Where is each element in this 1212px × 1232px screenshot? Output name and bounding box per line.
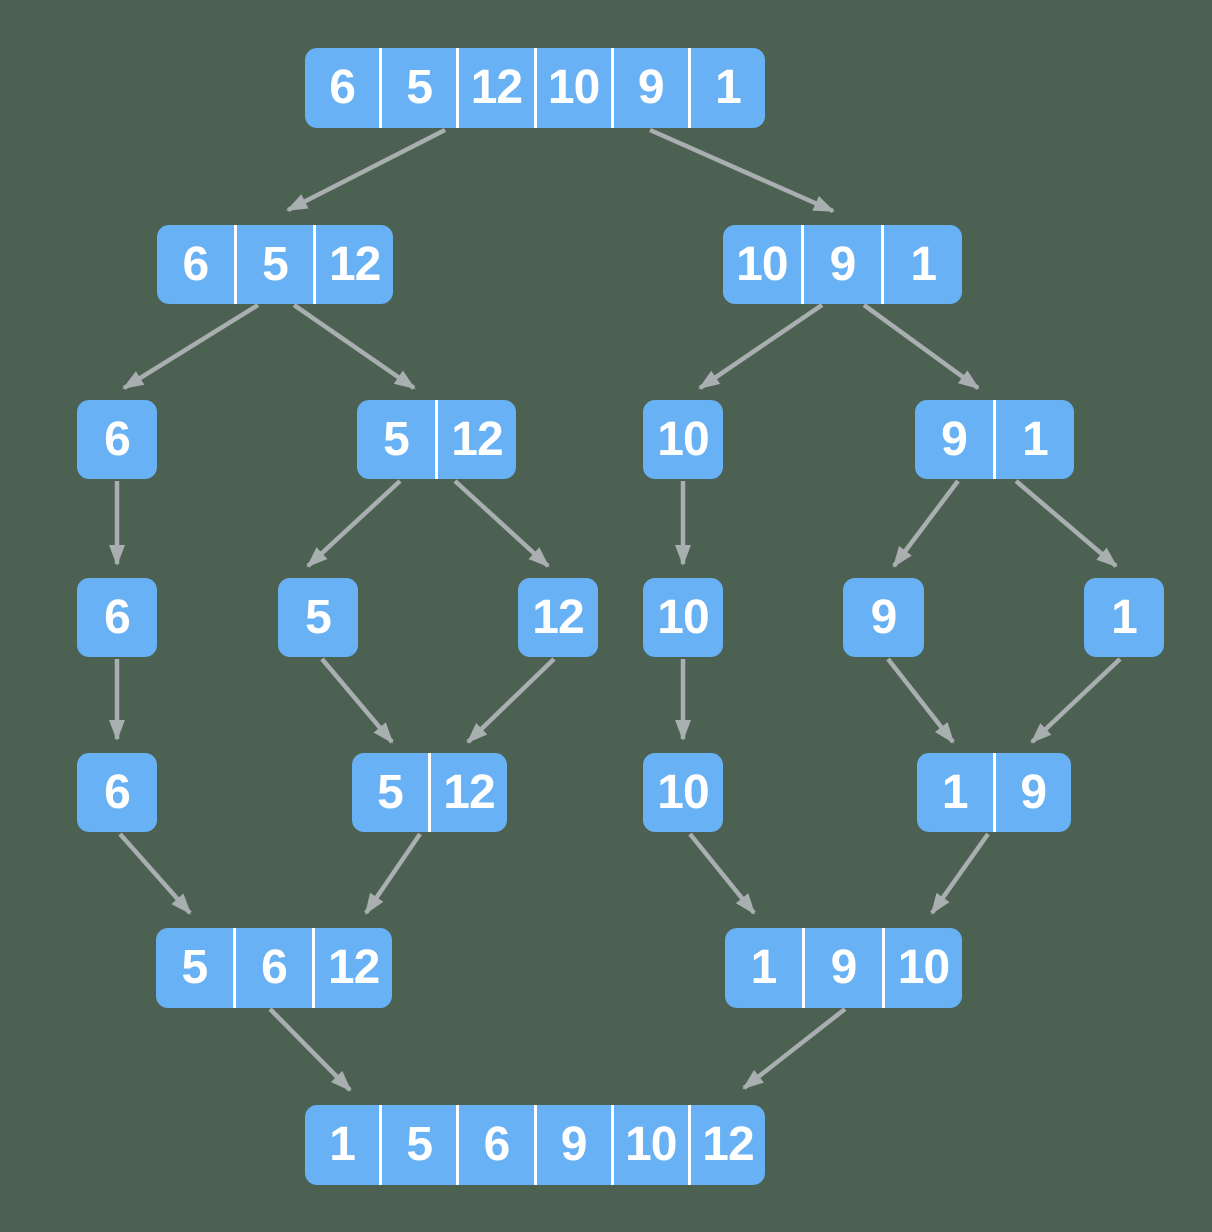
array-cell: 10 <box>657 765 709 819</box>
node-split-right: 10 9 1 <box>723 225 962 304</box>
array-cell: 12 <box>456 48 533 128</box>
node-split-left: 6 5 12 <box>157 225 393 304</box>
node-leaf-12: 12 <box>518 578 598 657</box>
node-merge-5-6-12: 5 6 12 <box>156 928 392 1008</box>
arrow-root-to-right <box>649 127 835 214</box>
array-cell: 6 <box>104 412 131 466</box>
array-cell: 5 <box>181 941 208 994</box>
array-cell: 5 <box>379 48 456 128</box>
node-leaf-9: 9 <box>843 578 924 657</box>
arrow-10-to-merge3-right <box>688 832 756 915</box>
array-cell: 6 <box>104 765 131 819</box>
array-cell: 6 <box>456 1105 533 1185</box>
node-merge-6: 6 <box>77 753 157 832</box>
arrow-5-12-to-5 <box>306 479 402 568</box>
array-cell: 6 <box>104 590 131 644</box>
array-cell: 12 <box>312 928 392 1008</box>
arrow-5-12-to-12 <box>453 479 550 568</box>
array-cell: 5 <box>383 412 410 466</box>
arrow-right-to-sorted <box>742 1007 847 1090</box>
array-cell: 9 <box>941 412 968 466</box>
arrow-12-to-merge <box>466 657 556 744</box>
array-cell: 9 <box>870 590 898 644</box>
arrow-1-9-to-merge3-right <box>930 832 990 915</box>
node-merge-5-12: 5 12 <box>352 753 507 832</box>
array-cell: 10 <box>533 48 611 128</box>
array-cell: 1 <box>941 765 969 819</box>
node-merge-10: 10 <box>643 753 723 832</box>
array-cell: 10 <box>882 928 962 1008</box>
arrow-left-to-6 <box>122 303 260 390</box>
arrow-right-to-9-1 <box>862 303 980 390</box>
array-cell: 10 <box>610 1105 688 1185</box>
node-split-5-12: 5 12 <box>357 400 516 479</box>
array-cell: 1 <box>687 48 765 128</box>
arrow-1-to-merge <box>1030 657 1122 744</box>
array-cell: 6 <box>182 237 209 291</box>
node-root: 6 5 12 10 9 1 <box>305 48 765 128</box>
array-cell: 9 <box>992 753 1072 832</box>
array-cell: 5 <box>305 590 332 644</box>
arrow-5-to-merge <box>320 657 394 744</box>
arrow-9-1-to-9 <box>892 479 960 568</box>
arrow-root-to-left <box>286 127 447 213</box>
array-cell: 9 <box>800 225 882 304</box>
node-merge-1-9-10: 1 9 10 <box>725 928 962 1008</box>
array-cell: 9 <box>802 928 882 1008</box>
arrow-right-to-10 <box>698 303 824 390</box>
arrow-6-to-merge3-left <box>118 832 192 915</box>
arrow-5-12-to-merge3-left <box>364 832 422 915</box>
array-cell: 12 <box>428 753 507 832</box>
node-split-9-1: 9 1 <box>915 400 1074 479</box>
node-split-10: 10 <box>643 400 723 479</box>
array-cell: 1 <box>1111 590 1138 644</box>
node-leaf-6: 6 <box>77 578 157 657</box>
array-cell: 10 <box>657 590 709 644</box>
node-sorted: 1 5 6 9 10 12 <box>305 1105 765 1185</box>
array-cell: 9 <box>610 48 688 128</box>
array-cell: 12 <box>313 225 393 304</box>
array-cell: 1 <box>329 1118 356 1171</box>
arrow-9-to-merge <box>886 657 955 744</box>
array-cell: 12 <box>435 400 516 479</box>
arrow-9-1-to-1 <box>1014 479 1118 568</box>
array-cell: 12 <box>532 590 584 644</box>
array-cell: 6 <box>232 928 313 1008</box>
array-cell: 5 <box>377 765 404 819</box>
array-cell: 1 <box>881 225 962 304</box>
array-cell: 9 <box>533 1105 611 1185</box>
array-cell: 1 <box>750 941 778 994</box>
array-cell: 5 <box>379 1105 456 1185</box>
node-leaf-10: 10 <box>643 578 723 657</box>
node-leaf-1: 1 <box>1084 578 1164 657</box>
array-cell: 5 <box>233 225 314 304</box>
array-cell: 12 <box>687 1105 765 1185</box>
node-leaf-5: 5 <box>278 578 358 657</box>
array-cell: 1 <box>993 400 1074 479</box>
array-cell: 10 <box>736 237 788 291</box>
array-cell: 10 <box>657 412 709 466</box>
arrow-left-to-sorted <box>268 1007 352 1092</box>
node-merge-1-9: 1 9 <box>917 753 1071 832</box>
arrow-left-to-5-12 <box>292 303 416 390</box>
array-cell: 6 <box>329 61 356 114</box>
node-split-6: 6 <box>77 400 157 479</box>
